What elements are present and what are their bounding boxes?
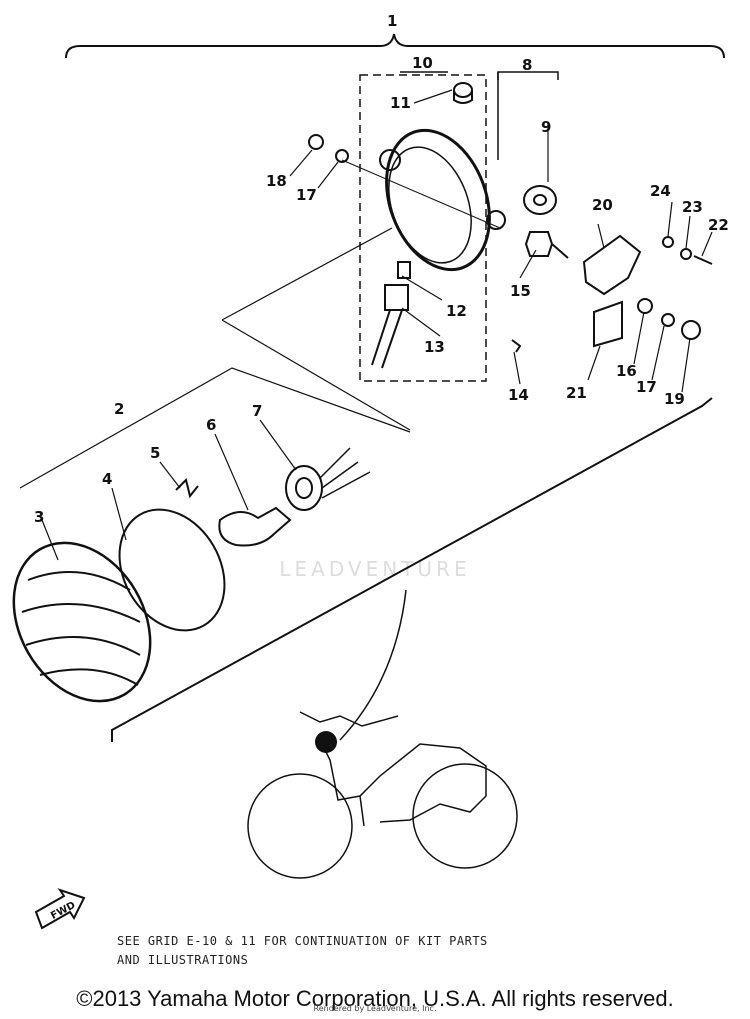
kit-brace bbox=[65, 33, 725, 59]
callout-17-right: 17 bbox=[636, 378, 657, 396]
copyright-notice: ©2013 Yamaha Motor Corporation, U.S.A. A… bbox=[76, 986, 674, 1011]
leadventure-watermark: LEADVENTURE bbox=[279, 557, 471, 581]
rear-wheel bbox=[412, 763, 518, 869]
front-wheel bbox=[247, 773, 353, 879]
nut-18 bbox=[308, 134, 324, 150]
washer-24 bbox=[662, 236, 674, 248]
washer-17-left bbox=[335, 149, 349, 163]
callout-1: 1 bbox=[387, 12, 397, 30]
note-line-2: AND ILLUSTRATIONS bbox=[117, 953, 249, 967]
grommet-11 bbox=[453, 82, 473, 98]
wire-13 bbox=[371, 284, 409, 369]
note-line-1: SEE GRID E-10 & 11 FOR CONTINUATION OF K… bbox=[117, 934, 488, 948]
callout-11: 11 bbox=[390, 94, 411, 112]
callout-10: 10 bbox=[412, 54, 433, 72]
socket-12 bbox=[397, 261, 411, 279]
callout-22: 22 bbox=[708, 216, 729, 234]
headlight-location-dot bbox=[315, 731, 337, 753]
motorcycle-silhouette bbox=[299, 711, 487, 827]
callout-19: 19 bbox=[664, 390, 685, 408]
washer-16 bbox=[637, 298, 653, 314]
headlight-guard bbox=[12, 541, 152, 703]
callout-14: 14 bbox=[508, 386, 529, 404]
headlight-case bbox=[385, 128, 491, 272]
spring-5 bbox=[175, 478, 199, 499]
sealed-beam-unit bbox=[118, 508, 226, 632]
callout-4: 4 bbox=[102, 470, 112, 488]
callout-15: 15 bbox=[510, 282, 531, 300]
lower-group-brace bbox=[111, 397, 713, 742]
leader-to-bike bbox=[339, 589, 407, 741]
callout-18: 18 bbox=[266, 172, 287, 190]
screw-14 bbox=[511, 339, 522, 353]
socket-7 bbox=[285, 465, 323, 511]
callout-17-left: 17 bbox=[296, 186, 317, 204]
callout-16: 16 bbox=[616, 362, 637, 380]
bracket-20 bbox=[582, 234, 642, 296]
callout-6: 6 bbox=[206, 416, 216, 434]
bulb-6 bbox=[218, 506, 292, 547]
washer-17-right bbox=[661, 313, 675, 327]
callout-8: 8 bbox=[522, 56, 532, 74]
callout-13: 13 bbox=[424, 338, 445, 356]
callout-2: 2 bbox=[114, 400, 124, 418]
bolt-22 bbox=[693, 255, 713, 265]
callout-21: 21 bbox=[566, 384, 587, 402]
callout-23: 23 bbox=[682, 198, 703, 216]
callout-3: 3 bbox=[34, 508, 44, 526]
callout-12: 12 bbox=[446, 302, 467, 320]
grommet-9 bbox=[523, 185, 557, 215]
callout-5: 5 bbox=[150, 444, 160, 462]
fwd-arrow bbox=[34, 888, 86, 930]
housing-group-box bbox=[359, 74, 487, 382]
callout-7: 7 bbox=[252, 402, 262, 420]
rendered-by-notice: Rendered by LeadVenture, Inc. bbox=[313, 1004, 437, 1013]
callout-24: 24 bbox=[650, 182, 671, 200]
damper-21 bbox=[593, 300, 623, 348]
callout-9: 9 bbox=[541, 118, 551, 136]
nut-19 bbox=[681, 320, 701, 340]
callout-20: 20 bbox=[592, 196, 613, 214]
part-15 bbox=[524, 231, 569, 259]
washer-23 bbox=[680, 248, 692, 260]
